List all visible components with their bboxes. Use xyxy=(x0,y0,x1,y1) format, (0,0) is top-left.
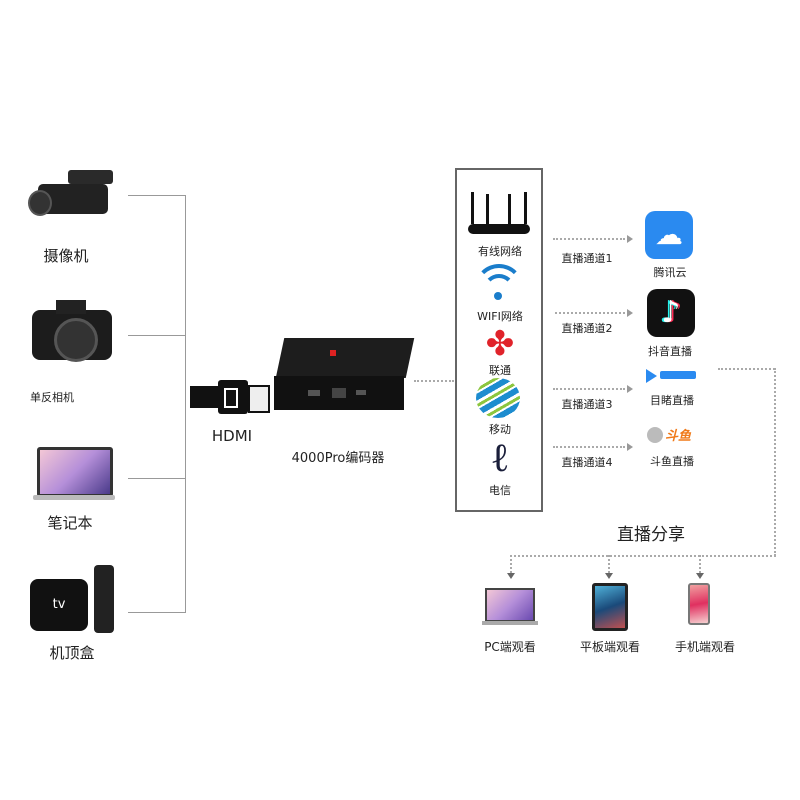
douyin-icon: ♪ xyxy=(647,289,695,337)
share-title: 直播分享 xyxy=(617,525,685,545)
arrow-head xyxy=(605,573,613,579)
china-telecom-icon: ℓ xyxy=(492,434,508,481)
network-label: 移动 xyxy=(489,423,511,436)
connector-line xyxy=(128,612,185,613)
arrow-head xyxy=(627,235,633,243)
phone-icon xyxy=(688,583,710,625)
set-top-box-icon: tv xyxy=(30,565,120,635)
channel-label: 直播通道1 xyxy=(561,252,613,265)
dotted-connector xyxy=(510,555,512,573)
arrow-head xyxy=(507,573,515,579)
network-label: 有线网络 xyxy=(478,245,522,258)
hdmi-cable-icon xyxy=(190,380,270,414)
arrow-head xyxy=(627,385,633,393)
channel-label: 直播通道3 xyxy=(561,398,613,411)
source-label: 笔记本 xyxy=(47,514,93,532)
china-unicom-icon: ✤ xyxy=(485,324,515,364)
camcorder-icon xyxy=(28,170,120,225)
dslr-camera-icon xyxy=(32,300,112,362)
network-label: 联通 xyxy=(489,364,511,377)
viewer-label: 平板端观看 xyxy=(579,640,641,654)
dotted-connector xyxy=(414,380,454,382)
platform-label: 腾讯云 xyxy=(653,266,687,279)
dotted-arrow xyxy=(553,446,625,448)
channel-label: 直播通道4 xyxy=(561,456,613,469)
channel-label: 直播通道2 xyxy=(561,322,613,335)
mudu-icon xyxy=(646,368,698,384)
hdmi-label: HDMI xyxy=(211,427,253,445)
platform-label: 目睹直播 xyxy=(650,394,694,407)
tablet-icon xyxy=(592,583,628,631)
platform-label: 抖音直播 xyxy=(648,345,692,358)
source-label: 机顶盒 xyxy=(49,644,95,662)
dotted-connector xyxy=(699,555,701,573)
dotted-arrow xyxy=(555,312,625,314)
encoder-label: 4000Pro编码器 xyxy=(291,451,385,466)
source-label: 摄像机 xyxy=(43,247,89,265)
router-icon xyxy=(468,192,530,236)
arrow-head xyxy=(627,443,633,451)
wifi-icon xyxy=(474,264,524,302)
tencent-cloud-icon: ☁ xyxy=(645,211,693,259)
connector-line xyxy=(128,335,185,336)
source-label: 单反相机 xyxy=(30,391,74,404)
network-label: 电信 xyxy=(489,484,511,497)
laptop-icon xyxy=(33,447,115,502)
viewer-label: 手机端观看 xyxy=(674,640,736,654)
arrow-head xyxy=(627,309,633,317)
connector-line xyxy=(128,195,185,196)
china-mobile-icon xyxy=(476,378,520,418)
encoder-device-icon xyxy=(272,338,415,412)
connector-line xyxy=(185,195,186,613)
laptop-icon xyxy=(482,588,538,628)
connector-line xyxy=(128,478,185,479)
dotted-arrow xyxy=(553,238,625,240)
douyu-logo-text: 斗鱼 xyxy=(665,429,692,444)
douyu-icon: 斗鱼 xyxy=(647,425,699,445)
dotted-arrow xyxy=(553,388,625,390)
network-box xyxy=(455,168,543,512)
platform-label: 斗鱼直播 xyxy=(650,455,694,468)
dotted-connector xyxy=(608,555,610,573)
dotted-connector xyxy=(718,368,775,370)
dotted-connector xyxy=(774,368,776,556)
viewer-label: PC端观看 xyxy=(484,640,536,654)
arrow-head xyxy=(696,573,704,579)
dotted-connector xyxy=(510,555,776,557)
network-label: WIFI网络 xyxy=(477,310,523,323)
